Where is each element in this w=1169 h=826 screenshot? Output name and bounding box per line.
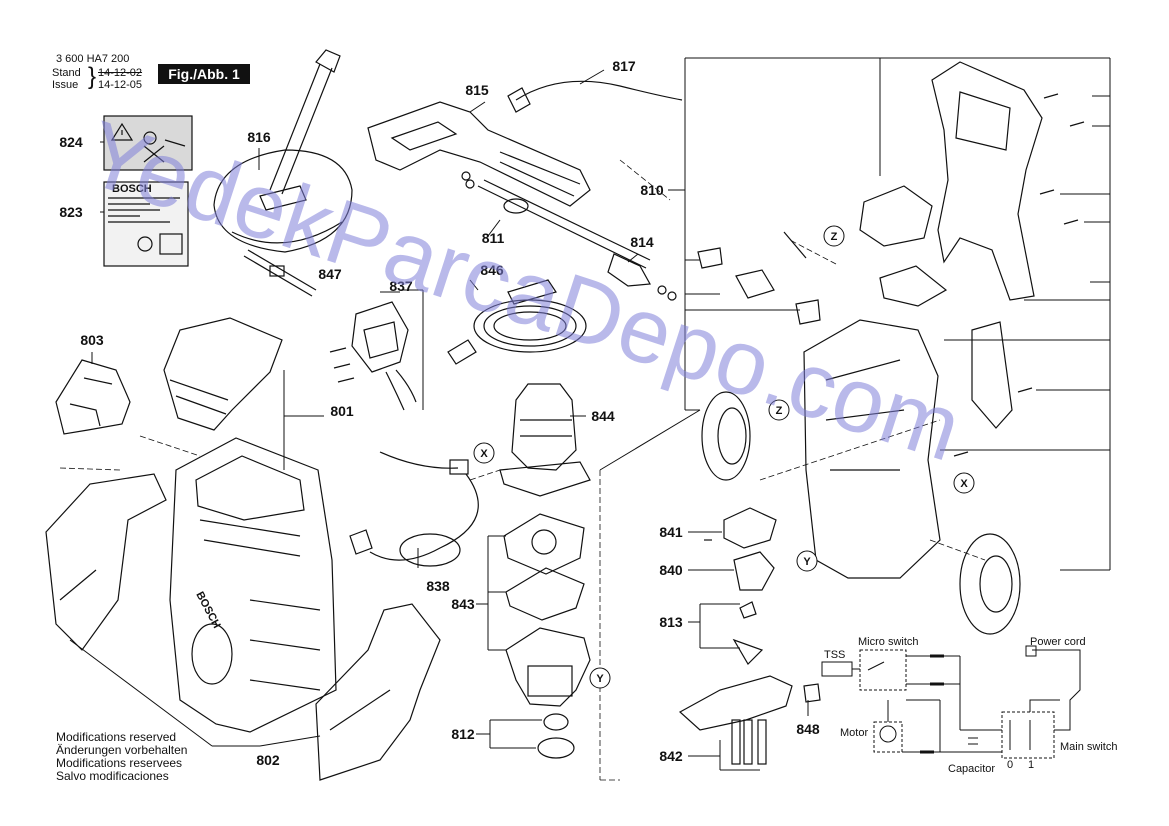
callout-811: 811 — [482, 230, 505, 246]
frame-part — [803, 319, 1013, 579]
note-fr: Modifications reservees — [56, 756, 183, 770]
callout-842: 842 — [659, 748, 683, 764]
marker-circles — [473, 225, 975, 689]
callout-841: 841 — [659, 524, 683, 540]
tss-label: TSS — [824, 649, 845, 661]
high-pressure-hose-part — [447, 279, 587, 365]
hose-bracket-part — [55, 359, 131, 435]
outlet-part — [678, 675, 821, 765]
watermark: YedekParcaDepo.com — [74, 102, 973, 481]
brace: } — [88, 63, 97, 90]
nameplate-brand: BOSCH — [112, 183, 152, 195]
callout-815: 815 — [465, 82, 489, 98]
callout-803: 803 — [80, 332, 104, 348]
power-cord-label: Power cord — [1030, 636, 1086, 648]
issue-date: 14-12-05 — [98, 79, 143, 91]
screws-part — [704, 93, 1085, 541]
callout-840: 840 — [659, 562, 683, 578]
front-guard-part — [315, 603, 441, 781]
marker-z-2: Z — [776, 405, 783, 417]
valve-head-part — [723, 507, 777, 665]
adapter-part — [243, 249, 317, 297]
wheel-part — [701, 391, 1021, 635]
trigger-gun-part — [367, 101, 591, 207]
callout-837: 837 — [389, 278, 413, 294]
callout-802: 802 — [256, 752, 280, 768]
marker-y-1: Y — [803, 556, 811, 568]
power-cord-part — [349, 451, 479, 567]
warning-label-part — [103, 115, 193, 171]
switch-pos-0: 0 — [1007, 759, 1013, 771]
part-number: 3 600 HA7 200 — [56, 53, 130, 65]
issue-label: Issue — [52, 79, 79, 91]
callout-801: 801 — [330, 403, 354, 419]
callout-817: 817 — [612, 58, 636, 74]
note-en: Modifications reserved — [56, 730, 177, 744]
callout-838: 838 — [426, 578, 450, 594]
modification-notes: Modifications reserved Änderungen vorbeh… — [56, 731, 187, 783]
callout-813: 813 — [659, 614, 683, 630]
stand-date: 14-12-02 — [98, 67, 143, 79]
stand-label: Stand — [52, 67, 81, 79]
main-switch-label: Main switch — [1060, 741, 1117, 753]
callout-810: 810 — [640, 182, 664, 198]
marker-x-2: X — [960, 478, 968, 490]
hose-pipe-part — [507, 80, 683, 113]
capacitor-label: Capacitor — [948, 763, 995, 775]
patio-cleaner-part — [213, 49, 353, 253]
callout-846: 846 — [480, 262, 504, 278]
housing-part — [169, 437, 337, 733]
leader-lines — [69, 57, 1111, 771]
callout-824: 824 — [59, 134, 83, 150]
figure-label: Fig./Abb. 1 — [158, 64, 250, 84]
brackets-part — [697, 185, 948, 325]
callout-843: 843 — [451, 596, 475, 612]
micro-switch-label: Micro switch — [858, 636, 919, 648]
seal-ring-part — [537, 713, 575, 759]
nameplate-part — [103, 181, 189, 267]
callout-823: 823 — [59, 204, 83, 220]
marker-z-1: Z — [831, 231, 838, 243]
pump-seal-part — [503, 513, 585, 621]
motor-label: Motor — [840, 727, 868, 739]
pump-body-part — [505, 627, 591, 707]
callout-848: 848 — [796, 721, 820, 737]
note-es: Salvo modificaciones — [56, 769, 169, 783]
callout-847: 847 — [318, 266, 342, 282]
dashed-assembly-lines — [59, 159, 986, 781]
callout-816: 816 — [247, 129, 271, 145]
switch-assembly-part — [329, 301, 417, 411]
note-de: Änderungen vorbehalten — [56, 743, 188, 757]
marker-x-1: X — [480, 448, 488, 460]
handle-part — [931, 61, 1043, 301]
callout-812: 812 — [451, 726, 475, 742]
top-cover-part — [163, 317, 283, 431]
wiring-diagram — [821, 645, 1081, 759]
side-cover-part — [45, 473, 167, 651]
marker-y-2: Y — [596, 673, 604, 685]
switch-pos-1: 1 — [1028, 759, 1034, 771]
callout-814: 814 — [630, 234, 654, 250]
motor-part — [499, 383, 591, 497]
callout-844: 844 — [591, 408, 615, 424]
lance-part — [461, 171, 677, 301]
